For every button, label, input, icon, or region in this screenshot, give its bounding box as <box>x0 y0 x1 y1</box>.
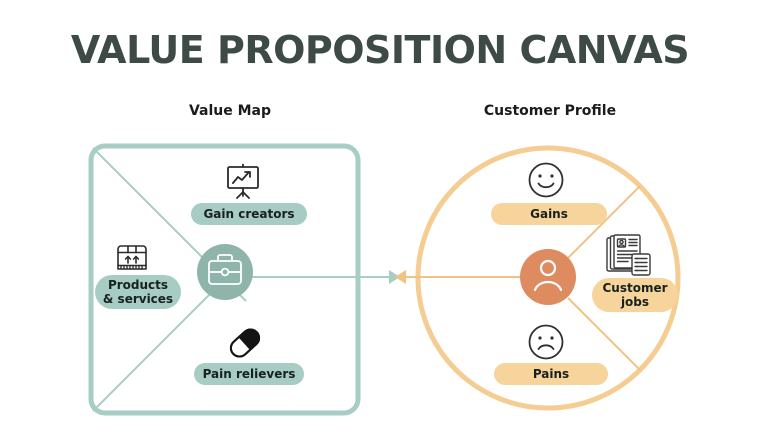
pill-gains[interactable]: Gains <box>491 203 607 225</box>
capsule-pill-icon <box>226 325 264 361</box>
customer-profile-center-circle <box>520 249 576 305</box>
smiley-face-icon <box>526 160 566 200</box>
pill-products-services[interactable]: Products & services <box>95 275 181 309</box>
customer-profile-heading: Customer Profile <box>483 103 617 119</box>
package-box-icon <box>113 240 151 276</box>
value-map-heading: Value Map <box>188 103 272 119</box>
value-map-frame <box>88 143 361 416</box>
documents-list-icon <box>604 234 654 278</box>
sad-face-icon <box>526 322 566 362</box>
pill-pains[interactable]: Pains <box>494 363 608 385</box>
arrow-left-icon <box>395 270 406 284</box>
presentation-chart-icon <box>223 163 263 201</box>
pill-gain-creators[interactable]: Gain creators <box>191 203 307 225</box>
pill-pain-relievers[interactable]: Pain relievers <box>194 363 304 385</box>
page-title: VALUE PROPOSITION CANVAS <box>70 28 690 72</box>
value-map-center-circle <box>197 244 253 300</box>
briefcase-icon <box>208 254 242 285</box>
pill-customer-jobs[interactable]: Customer jobs <box>592 278 678 312</box>
customer-profile-spoke-upper <box>567 185 641 259</box>
customer-profile-spoke-lower <box>567 297 641 371</box>
arrow-right-icon <box>389 270 400 284</box>
person-icon <box>533 259 563 292</box>
